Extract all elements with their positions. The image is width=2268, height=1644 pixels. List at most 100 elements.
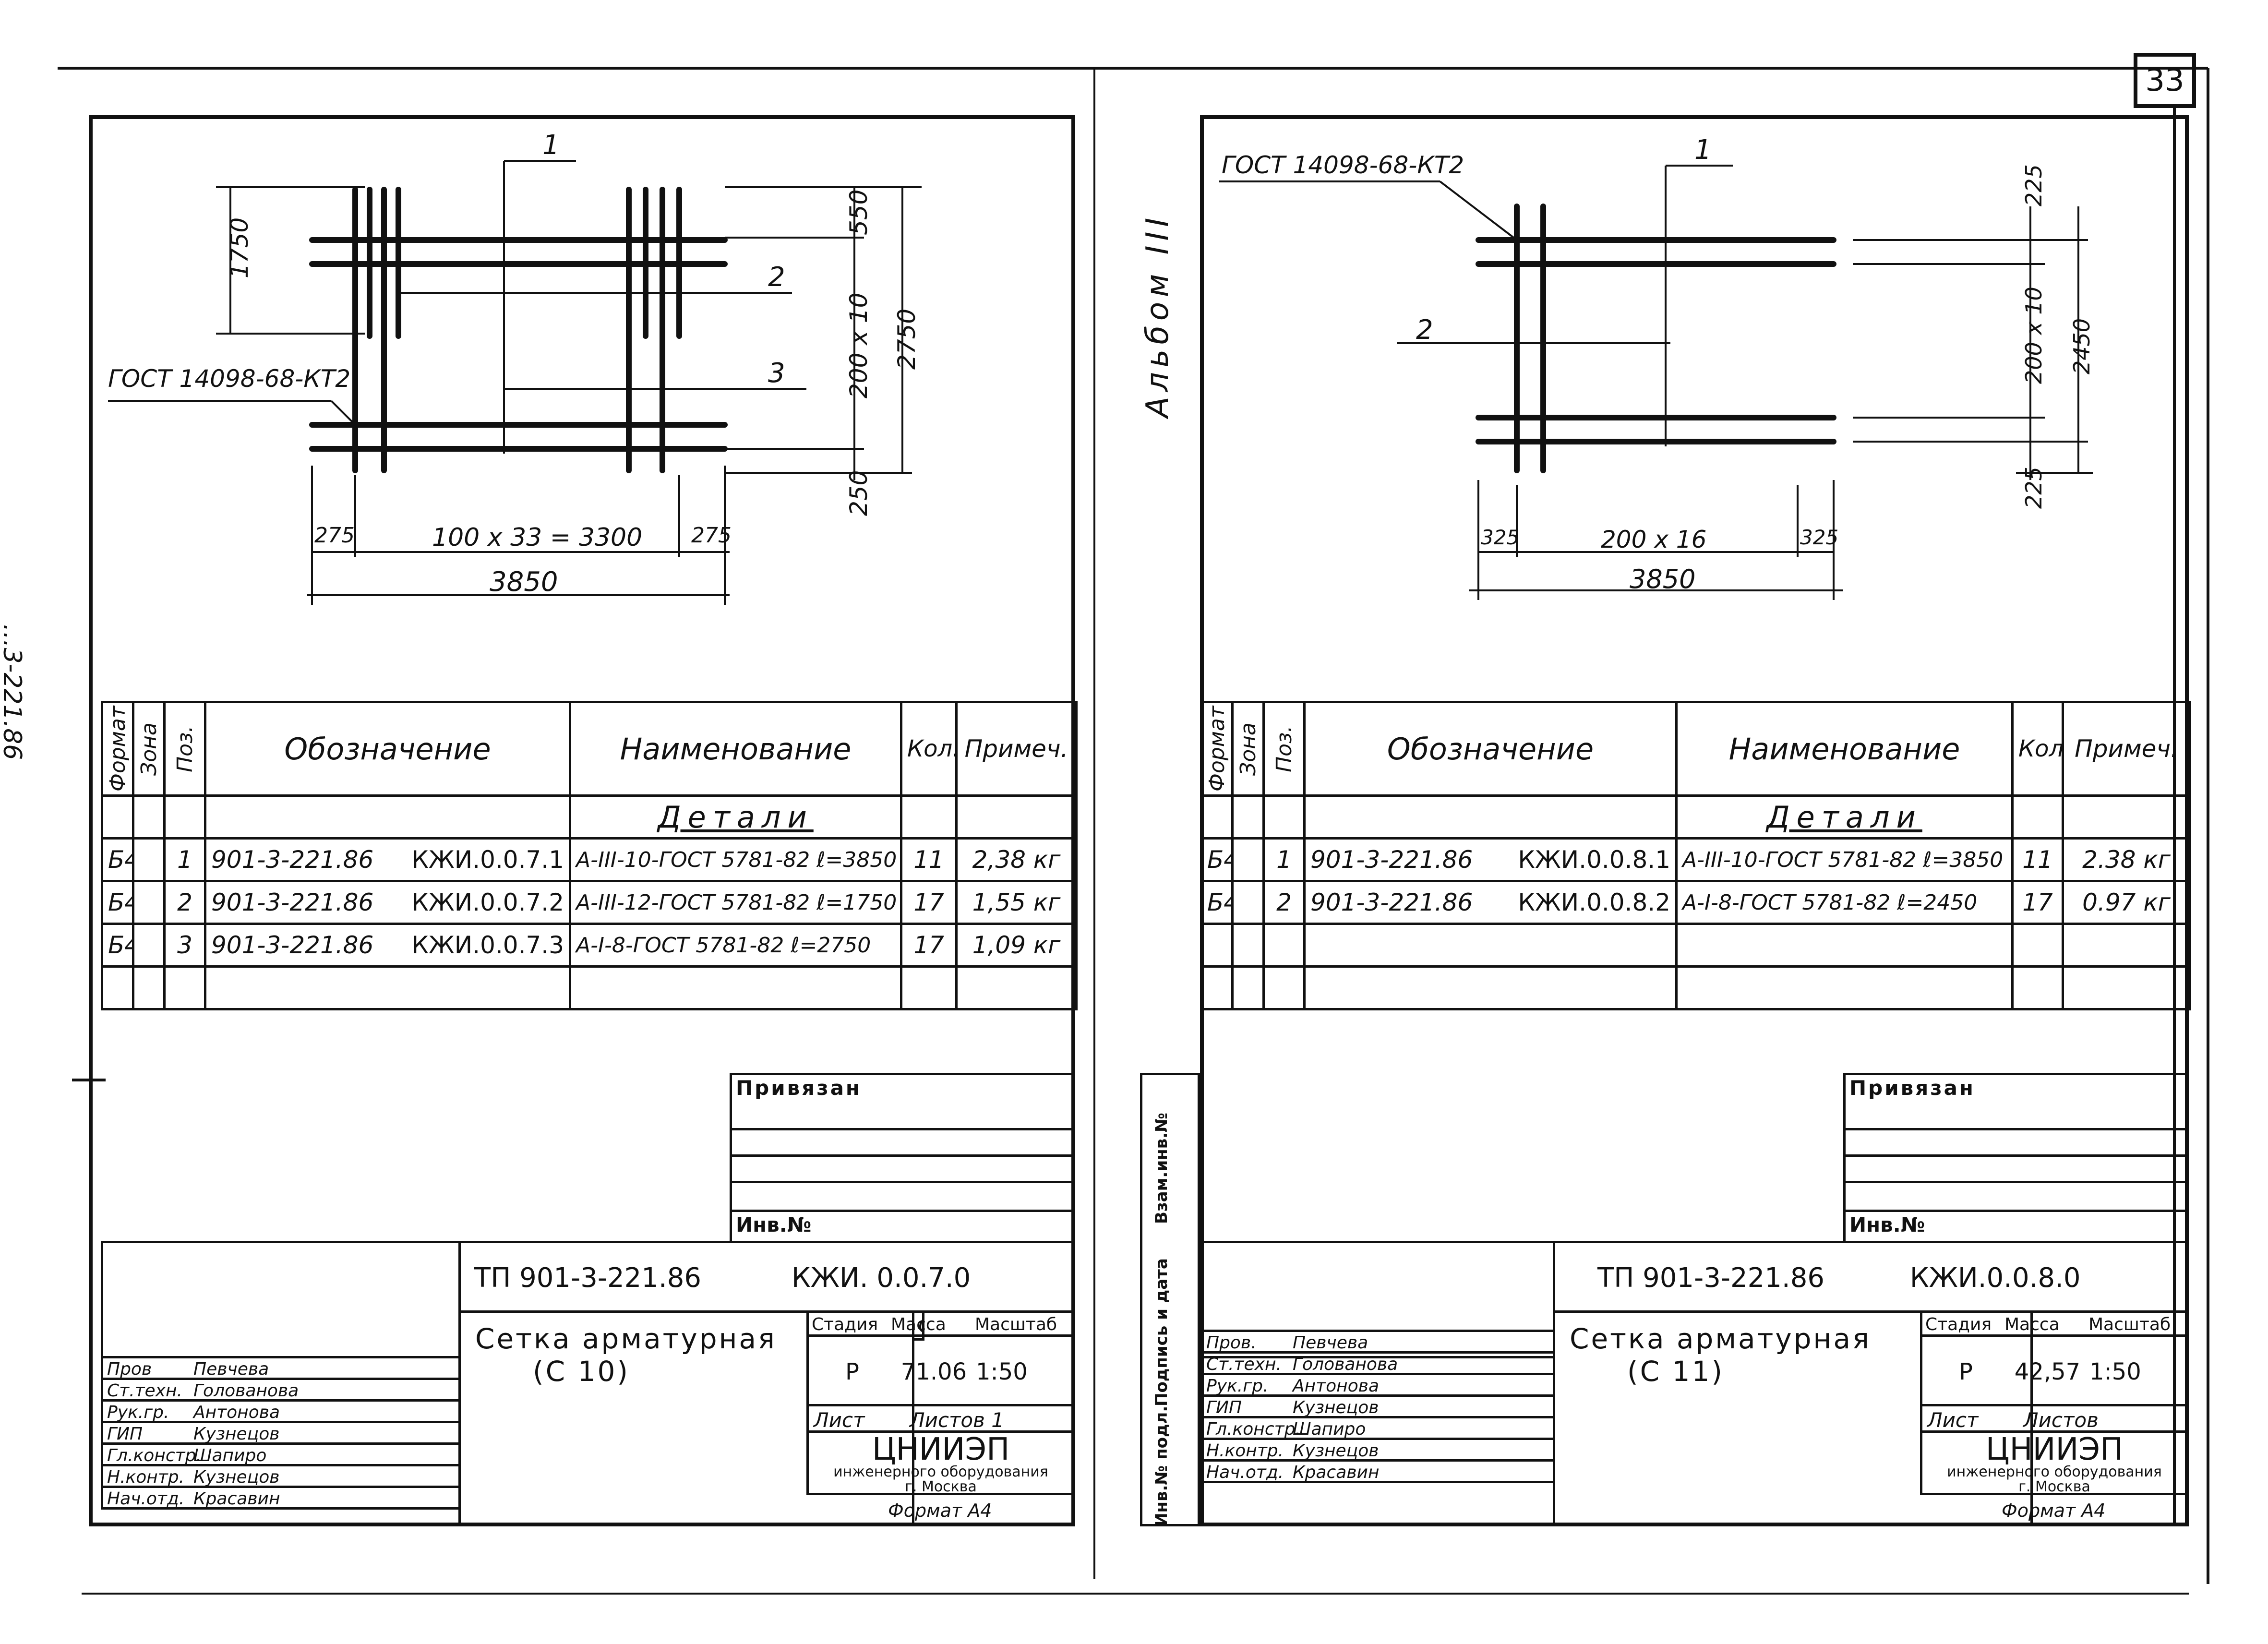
org-city: г. Москва [2018, 1478, 2090, 1495]
person-role: Ст.техн. [107, 1381, 182, 1401]
cell-zone [1231, 880, 1265, 925]
right-dim-200x16: 200 x 16 [1601, 526, 1707, 553]
hdr-name: Наименование [1675, 701, 2014, 797]
cell-doc: 901-3-221.86 [211, 888, 374, 916]
right-dim-3850: 3850 [1630, 564, 1696, 594]
page-number-box: 33 [2134, 53, 2196, 108]
person-role: Ст.техн. [1206, 1355, 1282, 1374]
stage-value: Р [1959, 1358, 1973, 1385]
hdr-designation: Обозначение [204, 701, 571, 797]
right-inv-no: Инв.№ [1843, 1210, 2189, 1243]
cell-zone [132, 880, 166, 925]
person-name: Кузнецов [1293, 1398, 1379, 1417]
drawing-subtitle: (С 10) [533, 1355, 630, 1388]
left-callout-2: 2 [768, 262, 785, 293]
left-org-cell: ЦНИИЭП инженерного оборудования г. Москв… [806, 1430, 1075, 1495]
right-dim-225-top: 225 [2021, 164, 2047, 206]
person-role: Рук.гр. [107, 1403, 169, 1422]
table-row [1200, 965, 2191, 1010]
strip-signature-date: Подпись и дата [1152, 1258, 1171, 1406]
cell-pos: 3 [163, 923, 206, 968]
cell-note: 1,09 кг [955, 923, 1078, 968]
drawing-title: Сетка арматурная [1570, 1322, 1871, 1355]
stage-value: Р [845, 1358, 859, 1385]
cell-qty: 17 [2011, 880, 2064, 925]
privyazan-label: Привязан [1849, 1076, 1975, 1100]
stage-header: Стадия [812, 1315, 878, 1334]
right-title-block: Привязан Инв.№ Пров.Певчева Ст.техн.Голо… [1200, 1073, 2189, 1526]
sheets-count: Листов [2023, 1408, 2099, 1432]
hdr-note: Примеч. [955, 701, 1078, 797]
scale-value: 1:50 [976, 1358, 1028, 1385]
cell-qty: 11 [2011, 837, 2064, 882]
right-mesh-drawing [1219, 165, 2093, 600]
cell-zone [132, 923, 166, 968]
person-name: Голованова [193, 1381, 299, 1401]
hdr-name: Наименование [569, 701, 902, 797]
right-weld-label: ГОСТ 14098-68-КТ2 [1222, 151, 1464, 179]
cell-name: А-I-8-ГОСТ 5781-82 ℓ=2450 [1675, 880, 2014, 925]
cell-qty: 17 [900, 923, 958, 968]
org-city: г. Москва [905, 1478, 977, 1495]
person-name: Антонова [1293, 1376, 1379, 1396]
person-role: Гл.констр. [107, 1446, 202, 1465]
cell-zone [1231, 837, 1265, 882]
person-name: Красавин [193, 1489, 280, 1509]
drawing-title: Сетка арматурная [475, 1322, 777, 1355]
section-details: Детали [569, 794, 902, 840]
person-name: Антонова [193, 1403, 280, 1422]
org-name: ЦНИИЭП [1985, 1432, 2124, 1467]
section-details: Детали [1675, 794, 2014, 840]
right-privyazan: Привязан [1843, 1073, 2189, 1130]
cell-code: КЖИ.0.0.7.3 [411, 931, 564, 959]
cell-note: 2,38 кг [955, 837, 1078, 882]
right-callout-1: 1 [1694, 134, 1712, 166]
inv-no-label: Инв.№ [736, 1213, 812, 1236]
right-dim-2450: 2450 [2069, 318, 2095, 374]
person-role: ГИП [107, 1424, 143, 1444]
cell-name: А-III-12-ГОСТ 5781-82 ℓ=1750 [569, 880, 902, 925]
cell-doc: 901-3-221.86 [1310, 846, 1473, 874]
right-dim-225-bottom: 225 [2021, 467, 2047, 509]
org-sub: инженерного оборудования [833, 1464, 1048, 1480]
left-dim-3300: 100 x 33 = 3300 [432, 523, 643, 552]
person-role: Н.контр. [1206, 1441, 1284, 1461]
person-role: Нач.отд. [1206, 1463, 1284, 1482]
sheets-count: Листов 1 [910, 1408, 1004, 1432]
cell-designation: 901-3-221.86 КЖИ.0.0.7.2 [204, 880, 571, 925]
cell-note: 2.38 кг [2062, 837, 2191, 882]
cell-pos: 1 [163, 837, 206, 882]
person-name: Певчева [1293, 1333, 1368, 1353]
right-format-label: Формат А4 [2002, 1500, 2106, 1521]
table-row [1200, 923, 2191, 968]
strip-vzam-inv: Взам.инв.№ [1152, 1113, 1171, 1224]
left-dim-3850: 3850 [490, 566, 558, 598]
right-title-cell: Сетка арматурная (С 11) [1553, 1310, 2033, 1526]
person-role: Гл.констр. [1206, 1419, 1301, 1439]
right-people-list: Пров.Певчева Ст.техн.Голованова Рук.гр.А… [1200, 1330, 1555, 1483]
hdr-format: Формат [1201, 702, 1233, 796]
cell-doc: 901-3-221.86 [1310, 888, 1473, 916]
right-spec-header-row: Формат Зона Поз. Обозначение Наименовани… [1201, 701, 2191, 797]
cell-name: А-I-8-ГОСТ 5781-82 ℓ=2750 [569, 923, 902, 968]
cell-zone [132, 837, 166, 882]
left-weld-label: ГОСТ 14098-68-КТ2 [108, 365, 351, 393]
scale-header: Масштаб [2088, 1315, 2171, 1334]
cell-note: 1,55 кг [955, 880, 1078, 925]
person-name: Кузнецов [193, 1424, 280, 1444]
hdr-note: Примеч. [2062, 701, 2191, 797]
table-row [101, 965, 1078, 1010]
cell-doc: 901-3-221.86 [211, 846, 374, 874]
cell-code: КЖИ.0.0.7.2 [411, 888, 564, 916]
person-name: Кузнецов [1293, 1441, 1379, 1461]
hdr-qty: Кол. [900, 701, 958, 797]
